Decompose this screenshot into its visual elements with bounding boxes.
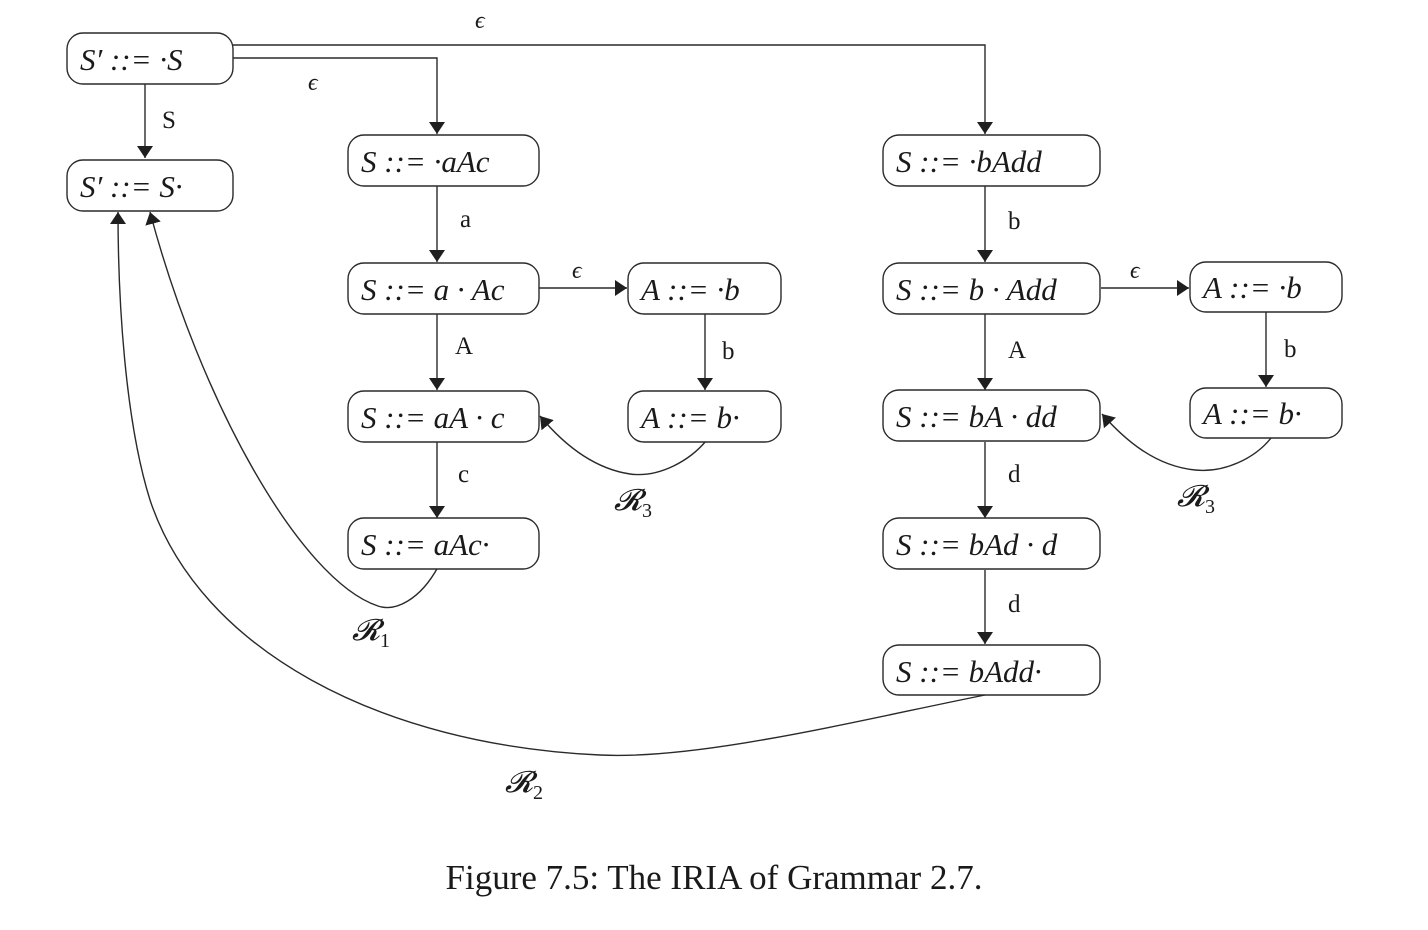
- state-label: A ::= ·b: [639, 272, 740, 307]
- reductions-layer: 𝓡1 𝓡2 𝓡3 𝓡3: [110, 211, 1272, 804]
- state-node[interactable]: S ::= aAc·: [347, 517, 540, 570]
- state-node[interactable]: A ::= b·: [627, 390, 782, 443]
- edge-label-d1: d: [1008, 461, 1021, 488]
- state-label: A ::= b·: [1201, 396, 1302, 431]
- state-node[interactable]: S ::= ·bAdd: [882, 134, 1101, 187]
- state-node[interactable]: A ::= b·: [1189, 387, 1343, 439]
- reduction-R1-path: [145, 211, 439, 609]
- edge-label-eps-left: ϵ: [572, 258, 583, 284]
- state-node[interactable]: S ::= bAdd·: [882, 644, 1101, 696]
- edge-label-eps-bAdd: ϵ: [475, 8, 486, 34]
- edge-label-S: S: [162, 107, 176, 134]
- state-label: S ::= ·aAc: [361, 144, 490, 179]
- state-node[interactable]: A ::= ·b: [627, 262, 782, 315]
- state-label: S ::= b · Add: [896, 272, 1057, 307]
- edge-label-c: c: [458, 461, 469, 488]
- reduction-R3-right-label: 𝓡3: [1177, 480, 1215, 518]
- state-label: S ::= bAdd·: [896, 654, 1042, 689]
- state-node[interactable]: S ::= aA · c: [347, 390, 540, 443]
- state-label: S′ ::= S·: [80, 169, 183, 204]
- state-node[interactable]: S ::= bAd · d: [882, 517, 1101, 570]
- state-node[interactable]: S ::= ·aAc: [347, 134, 540, 187]
- state-label: S ::= bA · dd: [896, 399, 1057, 434]
- edge-eps-to-aAc-path: [233, 57, 445, 134]
- reduction-R2-path: [110, 211, 986, 757]
- edge-label-A-right: A: [1008, 337, 1026, 364]
- state-label: S ::= a · Ac: [361, 272, 505, 307]
- edge-label-b-right: b: [1008, 208, 1021, 235]
- state-node[interactable]: S′ ::= ·S: [66, 32, 234, 85]
- edge-label-A-left: A: [455, 333, 473, 360]
- edge-label-a: a: [460, 206, 471, 233]
- state-label: S ::= aA · c: [361, 400, 505, 435]
- state-node[interactable]: S ::= bA · dd: [882, 389, 1101, 442]
- edge-label-eps-right: ϵ: [1130, 258, 1141, 284]
- state-label: S′ ::= ·S: [80, 42, 183, 77]
- edge-label-b-left: b: [722, 338, 735, 365]
- state-node[interactable]: S ::= a · Ac: [347, 262, 540, 315]
- nodes-layer: S′ ::= ·S S′ ::= S· S ::= ·aAc S ::= a ·…: [66, 32, 1343, 696]
- edge-label-eps-aAc: ϵ: [308, 70, 319, 96]
- reduction-R3-right-path: [1101, 413, 1272, 472]
- edge-label-d2: d: [1008, 591, 1021, 618]
- reduction-R1-label: 𝓡1: [352, 614, 390, 652]
- edge-eps-to-bAdd-path: [233, 44, 993, 134]
- state-label: S ::= aAc·: [361, 527, 490, 562]
- reduction-R3-left-label: 𝓡3: [614, 484, 652, 522]
- state-node[interactable]: A ::= ·b: [1189, 261, 1343, 313]
- state-node[interactable]: S ::= b · Add: [882, 262, 1101, 315]
- reduction-R2-label: 𝓡2: [505, 766, 543, 804]
- state-label: A ::= b·: [639, 400, 740, 435]
- state-node[interactable]: S′ ::= S·: [66, 159, 234, 212]
- state-label: S ::= bAd · d: [896, 527, 1058, 562]
- reduction-R3-left-path: [539, 415, 707, 476]
- state-label: S ::= ·bAdd: [896, 144, 1042, 179]
- edge-label-b-right-A: b: [1284, 336, 1297, 363]
- state-label: A ::= ·b: [1201, 270, 1302, 305]
- figure-caption: Figure 7.5: The IRIA of Grammar 2.7.: [445, 858, 983, 897]
- edges-layer: S ϵ ϵ a A c ϵ b b A d d: [137, 8, 1297, 644]
